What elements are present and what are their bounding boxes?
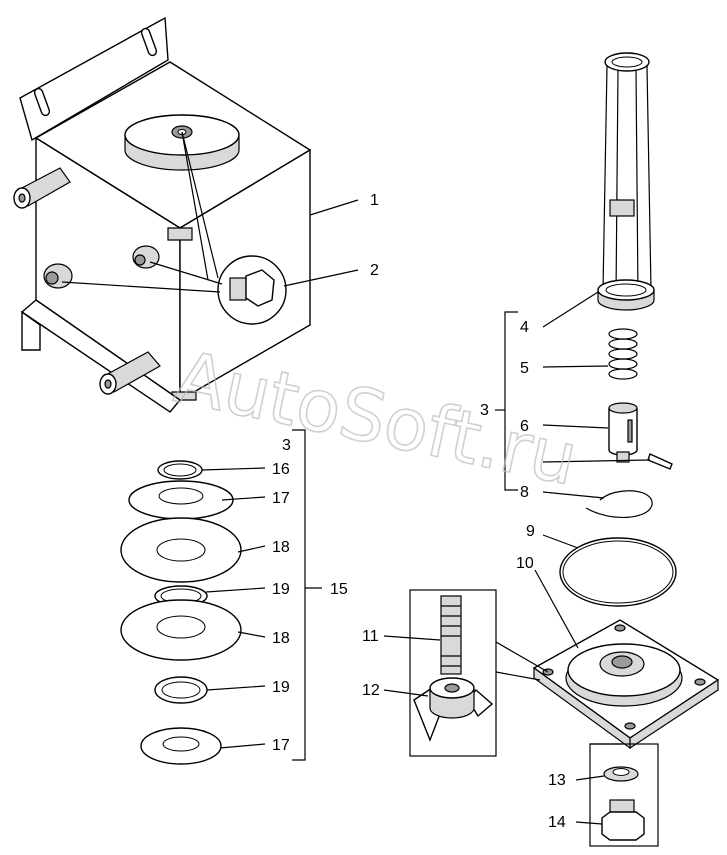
spring	[608, 328, 638, 380]
tank-port-middle	[132, 245, 160, 269]
tank-fitting-lower-front	[99, 351, 161, 395]
callout-9: 9	[526, 523, 535, 540]
callout-16: 16	[272, 461, 290, 478]
callout-12: 12	[362, 682, 380, 699]
filter-element	[495, 52, 673, 518]
callout-15: 15	[330, 581, 348, 598]
callout-2: 2	[370, 262, 379, 279]
callout-1: 1	[370, 192, 379, 209]
callout-4: 4	[520, 319, 529, 336]
callout-8: 8	[520, 484, 529, 501]
tank-assembly	[13, 16, 359, 413]
callout-18-lower: 18	[272, 630, 290, 647]
callout-3-right: 3	[480, 402, 489, 419]
callout-6: 6	[520, 418, 529, 435]
callout-10: 10	[516, 555, 534, 572]
tank-fitting-upper-left	[13, 167, 71, 209]
drain-plug	[229, 269, 275, 307]
callout-17-upper: 17	[272, 490, 290, 507]
callout-17-lower: 17	[272, 737, 290, 754]
callout-11: 11	[362, 628, 379, 645]
drain-seal-and-plug-kit	[575, 743, 659, 847]
tank-port-left	[43, 263, 73, 289]
callout-19-lower: 19	[272, 679, 290, 696]
o-ring	[559, 537, 677, 607]
callout-19-upper: 19	[272, 581, 290, 598]
callout-labels: 1 2 3 3 4 5 6 8 9 10 11 12 13 14 15 16 1…	[272, 192, 566, 831]
callout-5: 5	[520, 360, 529, 377]
callout-18-upper: 18	[272, 539, 290, 556]
callout-14: 14	[548, 814, 566, 831]
callout-3-left: 3	[282, 437, 291, 454]
stud-and-wing-nut-kit	[383, 589, 549, 757]
cover-plate	[532, 569, 720, 750]
valve-disc-stack	[120, 429, 322, 765]
callout-13: 13	[548, 772, 566, 789]
piston	[608, 402, 638, 463]
